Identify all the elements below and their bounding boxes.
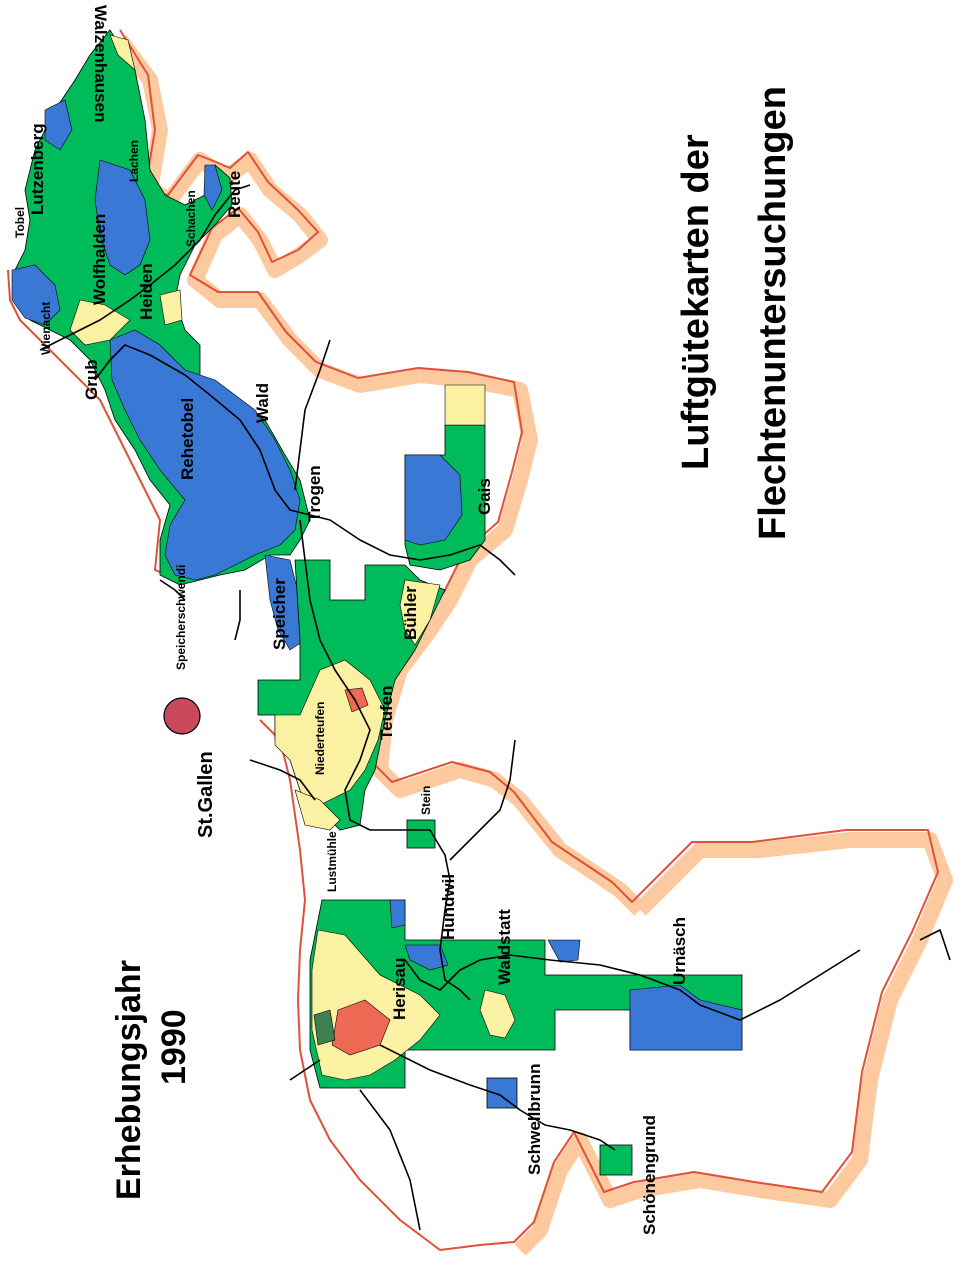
place-label: Lutzenberg	[28, 123, 47, 215]
place-label: Wald	[253, 383, 272, 423]
place-label: Grub	[82, 359, 101, 400]
zone-yellow	[399, 579, 441, 646]
zone-blue	[404, 454, 463, 546]
place-label: Bühler	[401, 586, 420, 640]
place-label: Teufen	[377, 686, 396, 740]
place-label: Wienacht	[39, 302, 53, 355]
place-label: Lustmühle	[325, 831, 339, 892]
survey-year-label: Erhebungsjahr	[110, 960, 148, 1200]
place-labels: Walzenhausen Lutzenberg Lachen Tobel Wol…	[13, 5, 689, 1235]
place-label: Schwellbrunn	[525, 1064, 544, 1175]
zone-blue	[94, 159, 151, 276]
zone-yellow	[69, 299, 131, 346]
place-label: Rehetobel	[178, 398, 197, 480]
zone-blue	[264, 554, 306, 651]
place-label: Speicher	[270, 578, 289, 650]
canton-border	[7, 29, 939, 1251]
zone-blue	[629, 984, 743, 1051]
place-label: Gais	[475, 478, 494, 515]
place-label: Urnäsch	[670, 917, 689, 985]
place-label: Heiden	[137, 263, 156, 320]
place-label: Speicherschwendi	[174, 565, 188, 670]
place-label: Lachen	[127, 140, 141, 182]
zone-blue	[44, 99, 73, 151]
zone-green	[599, 1144, 633, 1176]
place-label: Niederteufen	[313, 702, 327, 775]
place-label: Walzenhausen	[91, 5, 110, 122]
zone-blue	[404, 944, 449, 971]
place-label: Trogen	[305, 465, 324, 522]
place-label: Herisau	[390, 958, 409, 1020]
survey-year-value: 1990	[155, 1009, 193, 1085]
zone-dark-green	[313, 1009, 336, 1046]
place-label: Wolfhalden	[90, 214, 109, 305]
roads	[39, 184, 951, 1231]
region-gais	[404, 384, 486, 571]
place-label: Waldstatt	[495, 909, 514, 985]
place-label: Schönengrund	[640, 1115, 659, 1235]
city-dot-st-gallen	[163, 697, 201, 735]
zone-blue	[547, 939, 581, 963]
zone-yellow	[479, 989, 516, 1039]
place-label: Hundwil	[439, 874, 458, 940]
zone-blue	[109, 329, 301, 581]
region-hinterland	[309, 899, 743, 1089]
map-title-line2: Flechtenuntersuchungen	[752, 86, 794, 540]
zone-blue	[389, 899, 406, 929]
zone-blue	[203, 164, 223, 211]
place-label: Reute	[225, 171, 244, 218]
zone-yellow	[444, 384, 486, 426]
region-vorderland	[11, 29, 311, 651]
zone-green	[406, 819, 436, 849]
place-label: Stein	[419, 786, 433, 815]
city-label-st-gallen: St.Gallen	[195, 751, 217, 838]
map-title-line1: Luftgütekarten der	[675, 134, 717, 470]
place-label: Schachen	[184, 190, 198, 247]
place-label: Tobel	[13, 207, 27, 238]
zone-yellow	[294, 789, 341, 831]
zone-blue	[11, 264, 61, 326]
zone-yellow	[159, 289, 183, 326]
zone-yellow	[109, 34, 136, 71]
